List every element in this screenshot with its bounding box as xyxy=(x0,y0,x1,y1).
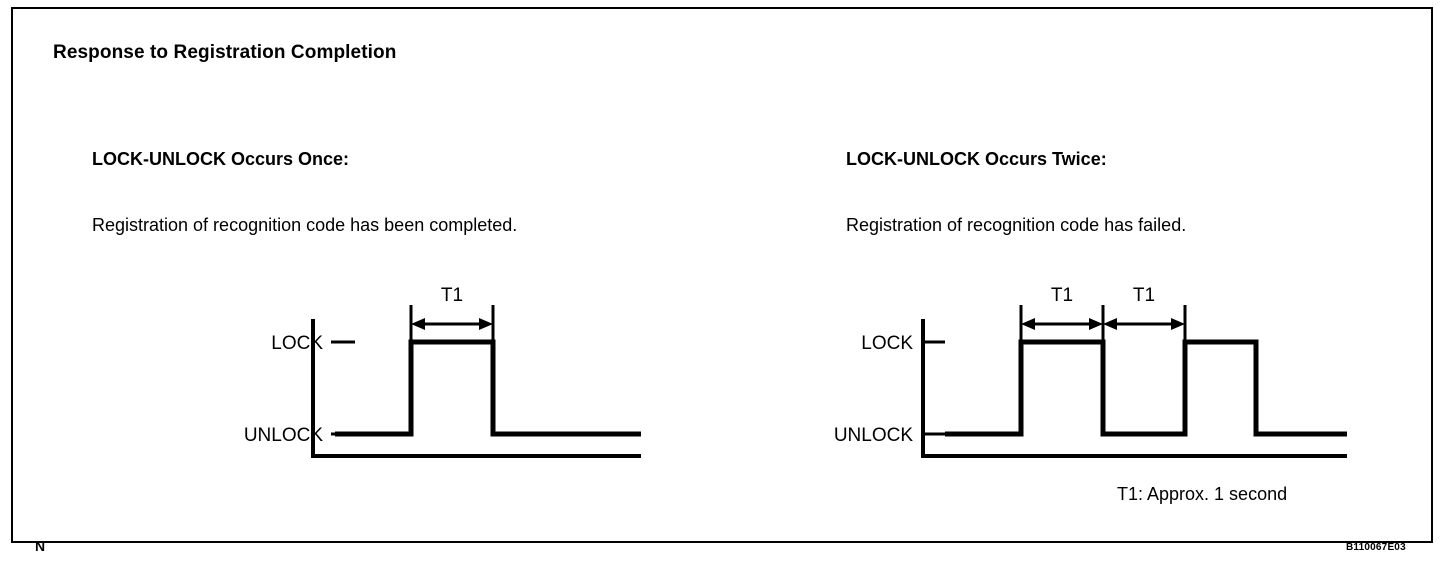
axis-label-unlock-left: UNLOCK xyxy=(244,425,324,446)
waveform-diagram-twice: LOCK UNLOCK T1 T1 xyxy=(753,264,1353,479)
figure-code: B110067E03 xyxy=(1346,542,1406,553)
t1-definition-note: T1: Approx. 1 second xyxy=(1117,484,1288,504)
figure-border: Response to Registration Completion LOCK… xyxy=(11,7,1433,554)
axis-label-lock-right: LOCK xyxy=(861,333,913,354)
waveform-diagram-once: LOCK UNLOCK T1 xyxy=(143,264,663,479)
panel-description-once: Registration of recognition code has bee… xyxy=(92,215,518,235)
panel-heading-twice: LOCK-UNLOCK Occurs Twice: xyxy=(846,149,1107,169)
t1-label-right-first: T1 xyxy=(1051,285,1073,306)
t1-arrow-right-second xyxy=(1103,318,1185,330)
t1-label-left: T1 xyxy=(441,285,463,306)
corner-marker: N xyxy=(35,538,46,554)
panel-heading-once: LOCK-UNLOCK Occurs Once: xyxy=(92,149,350,169)
t1-arrow-left xyxy=(411,318,493,330)
axis-label-unlock-right: UNLOCK xyxy=(834,425,914,446)
figure-title: Response to Registration Completion xyxy=(53,42,397,63)
t1-label-right-second: T1 xyxy=(1133,285,1155,306)
panel-description-twice: Registration of recognition code has fai… xyxy=(846,215,1187,235)
signal-trace-once xyxy=(335,339,641,437)
signal-trace-twice xyxy=(945,339,1347,437)
axis-label-lock-left: LOCK xyxy=(271,333,323,354)
t1-arrow-right-first xyxy=(1021,318,1103,330)
